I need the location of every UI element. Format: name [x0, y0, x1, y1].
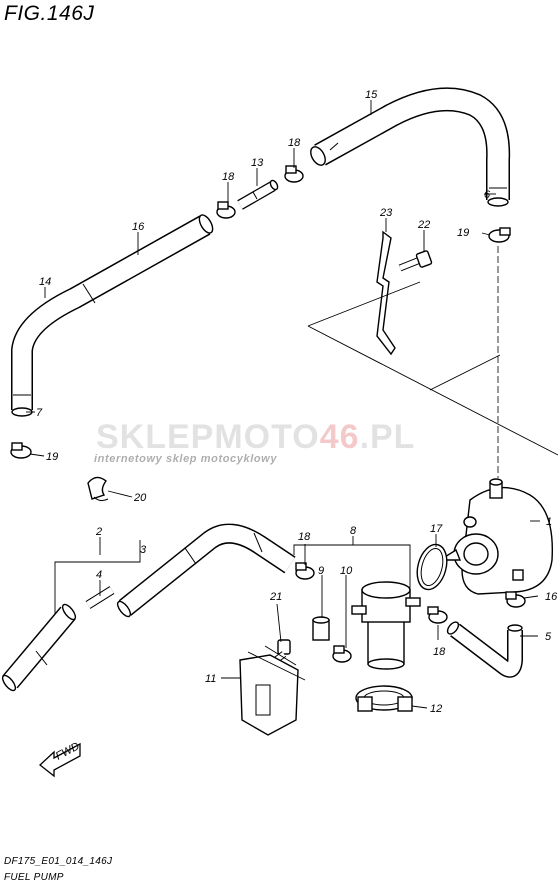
- clamp-10: [332, 645, 352, 663]
- callout-5: 5: [545, 631, 552, 643]
- clamp-18-top: [284, 165, 304, 183]
- callout-18d: 18: [433, 646, 446, 658]
- leader-lines: [26, 100, 540, 709]
- callout-9: 9: [318, 565, 324, 577]
- watermark-brand-mid: MOTO: [214, 418, 320, 456]
- hose-15: [310, 87, 511, 207]
- callout-20: 20: [133, 492, 147, 504]
- clamp-19-left: [10, 442, 32, 459]
- clamp-18-hose: [295, 562, 315, 580]
- watermark-brand-suffix: .PL: [359, 418, 416, 456]
- clamp-16-pump: [505, 591, 526, 608]
- collar-9: [312, 616, 330, 641]
- callout-19b: 19: [457, 227, 469, 239]
- figure-code: DF175_E01_014_146J: [4, 856, 113, 867]
- watermark-brand: SKLEPMOTO46.PL: [96, 418, 415, 457]
- clamp-18-pump: [427, 606, 448, 624]
- callout-18a: 18: [288, 137, 301, 149]
- pipe-13: [237, 179, 279, 210]
- band-12: [355, 685, 413, 712]
- callout-13: 13: [251, 157, 264, 169]
- callout-23: 23: [379, 207, 393, 219]
- callout-22: 22: [417, 219, 430, 231]
- callout-17: 17: [430, 523, 443, 535]
- bracket-23: [376, 230, 396, 356]
- watermark-brand-num: 46: [319, 418, 360, 456]
- o-ring-17: [416, 543, 448, 591]
- callout-7: 7: [36, 407, 43, 419]
- fuel-filter-8: [351, 581, 421, 670]
- callout-18c: 18: [298, 531, 311, 543]
- clip-20: [87, 476, 109, 502]
- hose-16: [11, 214, 214, 417]
- callout-8: 8: [350, 525, 357, 537]
- watermark-tagline: internetowy sklep motocyklowy: [94, 453, 278, 465]
- callout-12: 12: [430, 703, 442, 715]
- callout-16: 16: [132, 221, 145, 233]
- watermark-brand-prefix: SKLEP: [96, 418, 215, 456]
- hose-2: [1, 603, 77, 692]
- callout-15: 15: [365, 89, 378, 101]
- callout-1: 1: [546, 516, 552, 528]
- callout-11: 11: [205, 673, 216, 685]
- callout-6: 6: [484, 189, 491, 201]
- figure-title: FIG.146J: [4, 2, 95, 25]
- bolt-22: [398, 250, 433, 272]
- guide-frame: [307, 281, 559, 456]
- figure-name: FUEL PUMP: [4, 872, 64, 883]
- clamp-18-left: [216, 201, 236, 219]
- hose-5: [446, 621, 523, 678]
- fuel-pump-1: [437, 478, 554, 595]
- hose-3: [116, 523, 296, 618]
- callout-4: 4: [96, 569, 102, 581]
- fwd-arrow-icon: FWD: [39, 740, 82, 778]
- callout-10: 10: [340, 565, 353, 577]
- callout-16b: 16: [545, 591, 558, 603]
- callouts: 15 18 13 18 6 23 22 16 19 14 7 19 20 1 1…: [36, 89, 558, 715]
- callout-2: 2: [95, 526, 102, 538]
- callout-14: 14: [39, 276, 51, 288]
- callout-3: 3: [140, 544, 147, 556]
- callout-21: 21: [269, 591, 282, 603]
- bracket-11: [239, 654, 299, 736]
- callout-19a: 19: [46, 451, 58, 463]
- callout-18b: 18: [222, 171, 235, 183]
- pipe-4: [85, 586, 115, 609]
- clamp-19-right: [488, 227, 511, 243]
